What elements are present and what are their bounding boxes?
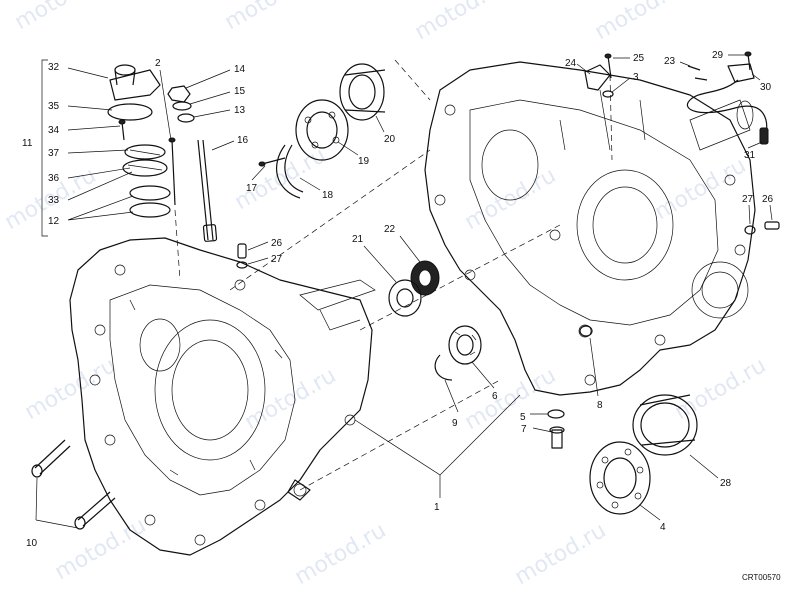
part-clips-23 [687, 65, 708, 81]
part-orings-12 [129, 185, 171, 218]
part-circlip-9 [434, 354, 453, 381]
part-bearing-4 [589, 441, 651, 515]
callout-10: 10 [26, 538, 38, 549]
part-screw-29 [744, 51, 752, 71]
leader-lines [35, 54, 773, 529]
watermark-text: motod.ru [291, 518, 391, 590]
callout-22: 22 [384, 224, 396, 235]
part-seal-22 [410, 260, 440, 296]
callout-15: 15 [234, 86, 246, 97]
callout-8: 8 [597, 400, 603, 411]
callout-26-right: 26 [762, 194, 774, 205]
callout-30: 30 [760, 82, 772, 93]
callout-37: 37 [48, 148, 60, 159]
callout-36: 36 [48, 173, 60, 184]
part-bolts-10 [31, 439, 116, 530]
part-sensor-30 [727, 63, 755, 83]
watermark-text: motod.ru [651, 153, 751, 225]
watermark-layer: motod.ru motod.ru motod.ru motod.ru moto… [1, 0, 771, 590]
callout-4: 4 [660, 522, 666, 533]
callout-28: 28 [720, 478, 732, 489]
callout-19: 19 [358, 156, 370, 167]
part-oring-27a [236, 261, 248, 269]
part-screw-34 [118, 119, 126, 141]
callout-35: 35 [48, 101, 60, 112]
callout-32: 32 [48, 62, 60, 73]
callout-16: 16 [237, 135, 249, 146]
part-screw-25 [604, 53, 612, 79]
part-oring-8 [579, 325, 593, 337]
alignment-lines [174, 59, 613, 491]
callout-24: 24 [565, 58, 577, 69]
left-crankcase-half [69, 237, 376, 556]
part-screw-17 [258, 157, 286, 167]
watermark-text: motod.ru [461, 363, 561, 435]
callout-14: 14 [234, 64, 246, 75]
group-bracket-11: 11 [22, 59, 48, 237]
part-washer-5 [547, 409, 565, 419]
part-washer-3 [602, 90, 614, 98]
part-oring-13 [177, 113, 195, 123]
drawing-code: CRT00570 [742, 573, 781, 582]
part-oring-35 [107, 103, 153, 121]
watermark-text: motod.ru [591, 0, 691, 45]
part-bearing-6 [448, 325, 482, 365]
callout-17: 17 [246, 183, 258, 194]
callout-29: 29 [712, 50, 724, 61]
callout-34: 34 [48, 125, 60, 136]
watermark-text: motod.ru [51, 513, 151, 585]
watermark-text: motod.ru [221, 0, 321, 35]
callout-33: 33 [48, 195, 60, 206]
watermark-text: motod.ru [231, 143, 331, 215]
callout-27-left: 27 [271, 254, 283, 265]
callout-26-left: 26 [271, 238, 283, 249]
callout-27-right: 27 [742, 194, 754, 205]
callout-1: 1 [434, 502, 440, 513]
part-oil-pipe-16 [197, 139, 218, 242]
part-bracket-24 [584, 64, 611, 91]
part-sensor-cable-31 [687, 79, 769, 145]
part-drain-plug-7 [549, 426, 565, 449]
part-nut-14 [167, 85, 191, 103]
callout-13: 13 [234, 105, 246, 116]
callout-18: 18 [322, 190, 334, 201]
callout-21: 21 [352, 234, 364, 245]
part-bearing-21 [388, 279, 422, 317]
callout-23: 23 [664, 56, 676, 67]
callout-3: 3 [633, 72, 639, 83]
watermark-text: motod.ru [411, 0, 511, 45]
callout-12: 12 [48, 216, 60, 227]
callout-9: 9 [452, 418, 458, 429]
watermark-text: motod.ru [511, 518, 611, 590]
part-bearing-19 [295, 99, 349, 161]
callout-numbers: 32 35 34 37 36 33 12 2 14 15 13 16 17 18… [26, 50, 774, 549]
part-valve-assembly [122, 144, 168, 177]
watermark-text: motod.ru [461, 163, 561, 235]
callout-25: 25 [633, 53, 645, 64]
group-bracket-label: 11 [22, 138, 33, 149]
part-dowel-26b [764, 221, 780, 230]
part-bearing-20 [339, 63, 386, 121]
right-crankcase-half [424, 61, 756, 396]
callout-31: 31 [744, 150, 756, 161]
watermark-text: motod.ru [11, 0, 111, 35]
part-breather-cover [109, 64, 161, 101]
callout-6: 6 [492, 391, 498, 402]
part-circlip-18 [276, 144, 304, 199]
callout-2: 2 [155, 58, 161, 69]
callout-5: 5 [520, 412, 526, 423]
part-dowel-26a [237, 243, 247, 259]
watermark-text: motod.ru [241, 363, 341, 435]
callout-20: 20 [384, 134, 396, 145]
callout-7: 7 [521, 424, 527, 435]
part-bushing-28 [632, 394, 698, 456]
part-oring-27b [744, 225, 756, 235]
watermark-text: motod.ru [21, 353, 121, 425]
part-washer-15 [172, 101, 192, 111]
